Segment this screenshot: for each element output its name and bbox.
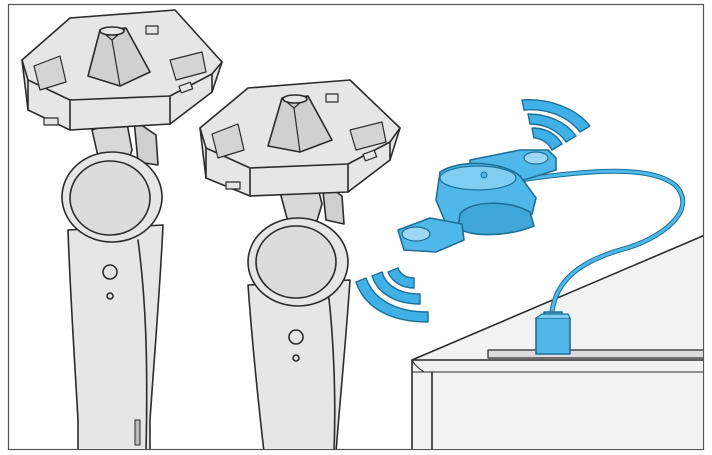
usb-plug (536, 312, 570, 354)
